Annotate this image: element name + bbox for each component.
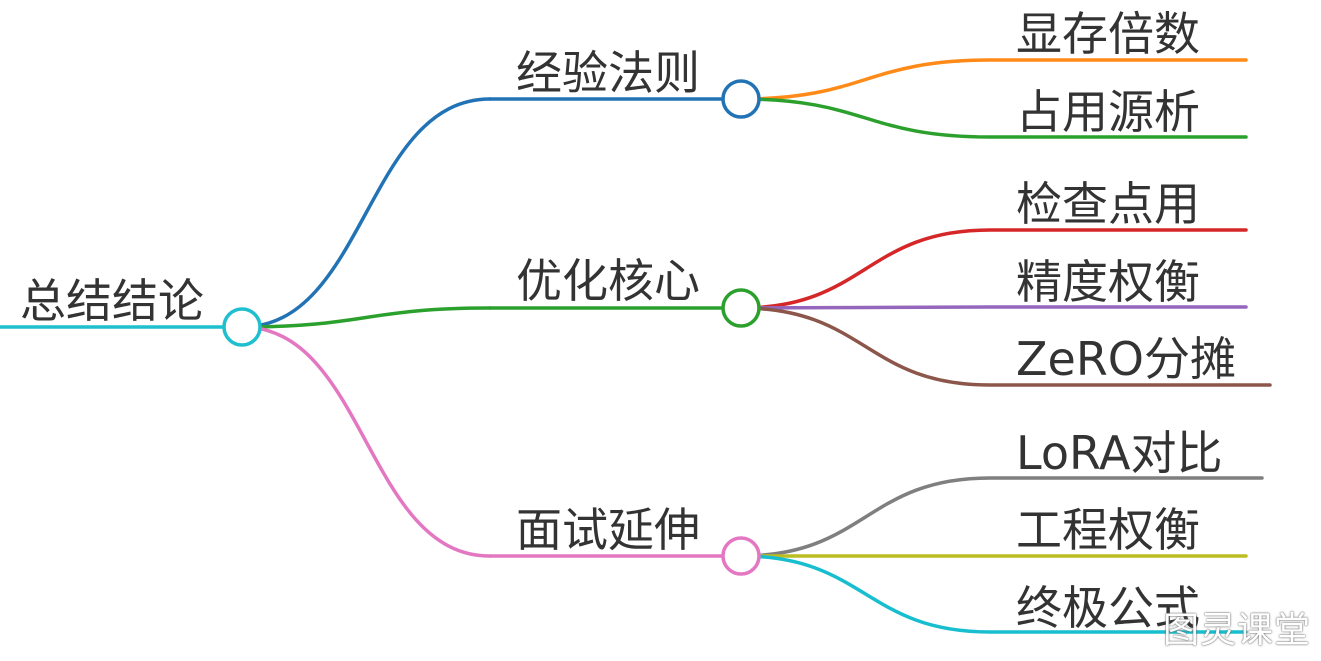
leaf-label-engineering-tradeoff: 工程权衡	[1016, 503, 1200, 557]
leaf-connector	[739, 228, 1248, 310]
leaf-label-ultimate-formula: 终极公式	[1016, 581, 1200, 635]
watermark: 图灵课堂	[1162, 610, 1311, 651]
leaf-label-memory-multiple: 显存倍数	[1016, 7, 1200, 61]
leaf-label-lora-comparison: LoRA对比	[1016, 426, 1223, 480]
root-node-circle	[222, 307, 262, 347]
leaf-connector	[739, 306, 1272, 387]
branch-label-rules: 经验法则	[516, 46, 700, 100]
leaf-connector	[739, 97, 1248, 139]
leaf-label-usage-analysis: 占用源析	[1016, 85, 1200, 139]
root-node-label: 总结结论	[20, 274, 204, 328]
branch-node-circle	[721, 79, 761, 119]
leaf-label-precision-tradeoff: 精度权衡	[1016, 255, 1200, 309]
leaf-connector	[739, 305, 1248, 310]
leaf-connector	[739, 58, 1248, 101]
leaf-connector	[739, 476, 1264, 558]
branch-connector	[240, 306, 492, 329]
branch-node-circle	[721, 536, 761, 576]
branch-connector	[240, 97, 492, 329]
branch-label-optimization: 优化核心	[516, 254, 700, 308]
branch-node-circle	[721, 288, 761, 328]
branch-label-interview: 面试延伸	[516, 503, 700, 557]
leaf-label-zero-sharding: ZeRO分摊	[1016, 332, 1236, 386]
leaf-label-checkpointing: 检查点用	[1016, 177, 1200, 231]
branch-connector	[240, 325, 492, 558]
leaf-connector	[739, 554, 1248, 634]
